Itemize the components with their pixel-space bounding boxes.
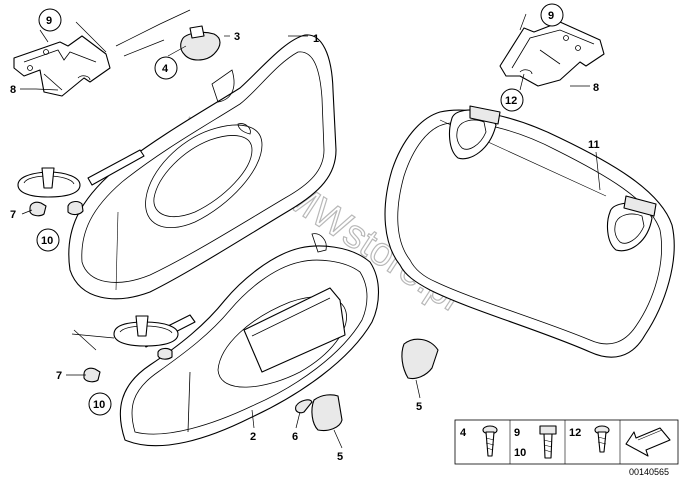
callout-5-lower: 5 — [337, 451, 343, 463]
callout-7-lower: 7 — [56, 370, 62, 382]
clip-3 — [180, 25, 221, 61]
direction-arrow-icon — [625, 427, 671, 457]
legend-9: 9 — [514, 427, 520, 439]
callout-1: 1 — [313, 33, 319, 45]
upper-sun-visor — [17, 34, 337, 300]
diagram-code: 00140565 — [629, 467, 669, 477]
screw-4-icon — [482, 425, 498, 457]
bolt-9-10-icon — [539, 425, 557, 459]
legend-12: 12 — [569, 427, 581, 439]
callout-10-lower: 10 — [93, 399, 105, 411]
screw-12-icon — [594, 425, 610, 453]
lower-sun-visor — [113, 233, 379, 447]
callout-10-upper: 10 — [41, 235, 53, 247]
clip-7-upper — [29, 201, 47, 217]
clip-6 — [295, 399, 313, 414]
legend-10: 10 — [514, 447, 526, 459]
callout-4: 4 — [162, 63, 169, 75]
cover-5-right — [401, 338, 439, 380]
callout-5-right: 5 — [416, 401, 422, 413]
cover-5-lower — [311, 394, 343, 432]
callout-2: 2 — [250, 431, 256, 443]
callouts: 1 2 3 5 5 6 7 7 8 8 11 9 4 10 10 9 12 — [10, 3, 600, 463]
cap-10-upper — [67, 201, 84, 216]
legend-4: 4 — [460, 427, 467, 439]
sun-visor-11 — [384, 105, 675, 358]
callout-8-left: 8 — [10, 84, 16, 96]
callout-8-right: 8 — [593, 82, 599, 94]
callout-9-right: 9 — [548, 10, 554, 22]
callout-9-left: 9 — [46, 15, 52, 27]
mounting-bracket-right — [499, 21, 605, 87]
leader-lines — [20, 9, 601, 449]
callout-7-upper: 7 — [10, 209, 16, 221]
callout-6: 6 — [292, 431, 298, 443]
callout-12: 12 — [505, 95, 517, 107]
callout-3: 3 — [234, 31, 240, 43]
mounting-bracket-left — [13, 35, 111, 97]
callout-11: 11 — [588, 139, 600, 151]
clip-7-lower — [83, 367, 101, 383]
fastener-legend: 4 9 10 12 — [454, 419, 679, 465]
